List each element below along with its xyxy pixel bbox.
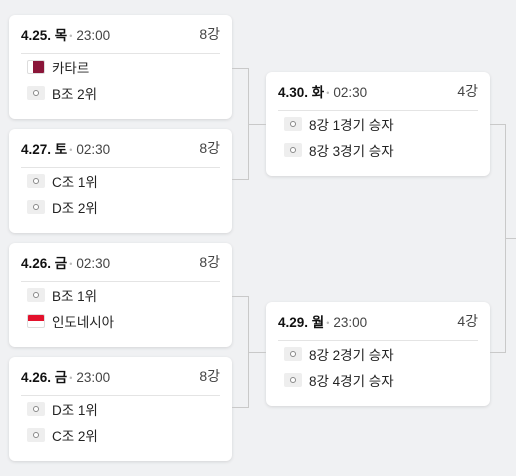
soccer-ball-icon: [27, 86, 45, 100]
match-card-qf3[interactable]: 4.26. 금•02:30 8강 B조 1위 인도네시아: [9, 243, 232, 347]
team-row: D조 2위: [27, 194, 232, 220]
soccer-ball-icon: [27, 288, 45, 302]
flag-indonesia-icon: [27, 314, 45, 328]
team-name: 인도네시아: [52, 315, 115, 330]
match-card-qf4[interactable]: 4.26. 금•23:00 8강 D조 1위 C조 2위: [9, 357, 232, 461]
soccer-ball-icon: [27, 174, 45, 188]
bracket-connector: [490, 124, 506, 125]
team-name: B조 2위: [52, 87, 98, 102]
match-header: 4.30. 화•02:30 4강: [278, 72, 478, 111]
round-label: 4강: [457, 313, 478, 329]
match-card-sf2[interactable]: 4.29. 월•23:00 4강 8강 2경기 승자 8강 4경기 승자: [266, 302, 490, 406]
team-name: D조 2위: [52, 201, 98, 216]
team-row: 8강 3경기 승자: [284, 137, 490, 163]
round-label: 8강: [199, 368, 220, 384]
round-label: 8강: [199, 254, 220, 270]
match-card-qf1[interactable]: 4.25. 목•23:00 8강 카타르 B조 2위: [9, 15, 232, 119]
match-date: 4.29. 월: [278, 315, 325, 330]
round-label: 4강: [457, 83, 478, 99]
match-time: 02:30: [333, 85, 368, 100]
team-row: B조 2위: [27, 80, 232, 106]
flag-qatar-icon: [27, 60, 45, 74]
team-name: 8강 2경기 승자: [309, 348, 394, 363]
separator-dot: •: [326, 318, 330, 328]
team-row: C조 2위: [27, 422, 232, 448]
team-row: 8강 1경기 승자: [284, 111, 490, 137]
team-row: 카타르: [27, 54, 232, 80]
match-time: 23:00: [76, 28, 111, 43]
team-row: B조 1위: [27, 282, 232, 308]
team-name: 카타르: [52, 61, 90, 76]
separator-dot: •: [326, 88, 330, 98]
soccer-ball-icon: [27, 428, 45, 442]
team-name: 8강 3경기 승자: [309, 144, 394, 159]
bracket-connector: [248, 352, 266, 353]
match-header: 4.25. 목•23:00 8강: [21, 15, 220, 54]
separator-dot: •: [69, 373, 73, 383]
match-card-sf1[interactable]: 4.30. 화•02:30 4강 8강 1경기 승자 8강 3경기 승자: [266, 72, 490, 176]
soccer-ball-icon: [284, 347, 302, 361]
separator-dot: •: [69, 31, 73, 41]
soccer-ball-icon: [284, 143, 302, 157]
match-time: 02:30: [76, 256, 111, 271]
bracket-connector: [505, 238, 516, 239]
match-date: 4.27. 토: [21, 142, 68, 157]
soccer-ball-icon: [284, 373, 302, 387]
round-label: 8강: [199, 140, 220, 156]
match-date: 4.30. 화: [278, 85, 325, 100]
soccer-ball-icon: [27, 200, 45, 214]
match-date: 4.25. 목: [21, 28, 68, 43]
soccer-ball-icon: [27, 402, 45, 416]
match-time: 23:00: [76, 370, 111, 385]
team-row: 인도네시아: [27, 308, 232, 334]
bracket-connector: [490, 352, 506, 353]
team-row: 8강 4경기 승자: [284, 367, 490, 393]
match-date: 4.26. 금: [21, 256, 68, 271]
team-name: D조 1위: [52, 403, 98, 418]
team-name: C조 1위: [52, 175, 98, 190]
match-card-qf2[interactable]: 4.27. 토•02:30 8강 C조 1위 D조 2위: [9, 129, 232, 233]
match-date: 4.26. 금: [21, 370, 68, 385]
match-header: 4.29. 월•23:00 4강: [278, 302, 478, 341]
team-name: C조 2위: [52, 429, 98, 444]
team-row: 8강 2경기 승자: [284, 341, 490, 367]
team-name: 8강 1경기 승자: [309, 118, 394, 133]
round-label: 8강: [199, 26, 220, 42]
bracket-connector: [232, 179, 249, 180]
bracket-connector: [232, 296, 249, 297]
bracket-connector: [232, 407, 249, 408]
match-time: 23:00: [333, 315, 368, 330]
team-name: 8강 4경기 승자: [309, 374, 394, 389]
match-header: 4.26. 금•02:30 8강: [21, 243, 220, 282]
bracket-connector: [232, 68, 249, 69]
bracket-connector: [248, 124, 266, 125]
match-header: 4.26. 금•23:00 8강: [21, 357, 220, 396]
team-name: B조 1위: [52, 289, 98, 304]
separator-dot: •: [69, 259, 73, 269]
team-row: D조 1위: [27, 396, 232, 422]
match-header: 4.27. 토•02:30 8강: [21, 129, 220, 168]
match-time: 02:30: [76, 142, 111, 157]
separator-dot: •: [69, 145, 73, 155]
soccer-ball-icon: [284, 117, 302, 131]
team-row: C조 1위: [27, 168, 232, 194]
